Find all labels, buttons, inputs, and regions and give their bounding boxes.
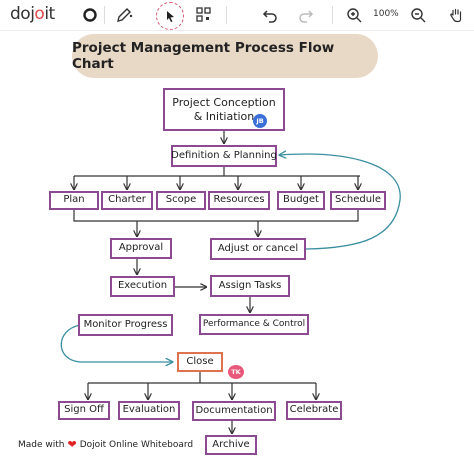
node-definition-planning[interactable]: Definition & Planning [171, 145, 277, 167]
user-avatar-badge: TK [228, 365, 244, 379]
toolbar: dojoit 100% [0, 0, 474, 31]
node-sign-off[interactable]: Sign Off [58, 401, 110, 420]
node-resources[interactable]: Resources [208, 191, 270, 210]
node-label-line2: & Initiation [193, 109, 255, 123]
node-celebrate[interactable]: Celebrate [286, 401, 342, 420]
node-execution[interactable]: Execution [110, 276, 175, 297]
footer-brand: Dojoit Online Whiteboard [79, 439, 194, 450]
loop-monitor-close [60, 324, 172, 362]
circle-icon[interactable] [78, 3, 102, 27]
node-documentation[interactable]: Documentation [192, 401, 276, 421]
node-performance-control[interactable]: Performance & Control [199, 314, 309, 335]
zoom-level[interactable]: 100% [373, 9, 399, 19]
node-close[interactable]: Close [177, 352, 223, 372]
pen-icon[interactable] [112, 3, 136, 27]
hand-icon[interactable] [444, 3, 468, 27]
footer-credit[interactable]: Made with ❤ Dojoit Online Whiteboard [18, 438, 193, 451]
select-icon[interactable] [156, 2, 184, 30]
merge-line-plan [73, 210, 359, 222]
toolbar-divider [226, 6, 227, 24]
node-plan[interactable]: Plan [49, 191, 99, 210]
node-charter[interactable]: Charter [101, 191, 153, 210]
footer-made-with: Made with [18, 439, 65, 450]
node-archive[interactable]: Archive [205, 435, 257, 455]
node-schedule[interactable]: Schedule [330, 191, 386, 210]
user-avatar-badge: JB [253, 114, 267, 128]
node-label-line1: Project Conception [172, 95, 276, 109]
node-scope[interactable]: Scope [156, 191, 206, 210]
zoom-in-icon[interactable] [342, 3, 366, 27]
redo-icon[interactable] [294, 3, 318, 27]
undo-icon[interactable] [258, 3, 282, 27]
node-evaluation[interactable]: Evaluation [118, 401, 180, 420]
toolbar-divider [104, 6, 105, 24]
node-budget[interactable]: Budget [277, 191, 325, 210]
loop-adjust-definition [280, 154, 401, 250]
diagram-title[interactable]: Project Management Process Flow Chart [72, 40, 335, 72]
node-assign-tasks[interactable]: Assign Tasks [210, 275, 290, 297]
title-background [72, 34, 378, 78]
heart-icon: ❤ [67, 438, 77, 451]
node-monitor-progress[interactable]: Monitor Progress [78, 314, 173, 336]
app-logo[interactable]: dojoit [10, 4, 55, 24]
toolbar-divider [332, 6, 333, 24]
node-adjust-cancel[interactable]: Adjust or cancel [210, 238, 306, 260]
zoom-out-icon[interactable] [406, 3, 430, 27]
node-approval[interactable]: Approval [110, 238, 172, 259]
node-project-conception[interactable]: Project Conception & Initiation [163, 88, 285, 131]
shapes-icon[interactable] [192, 3, 216, 27]
